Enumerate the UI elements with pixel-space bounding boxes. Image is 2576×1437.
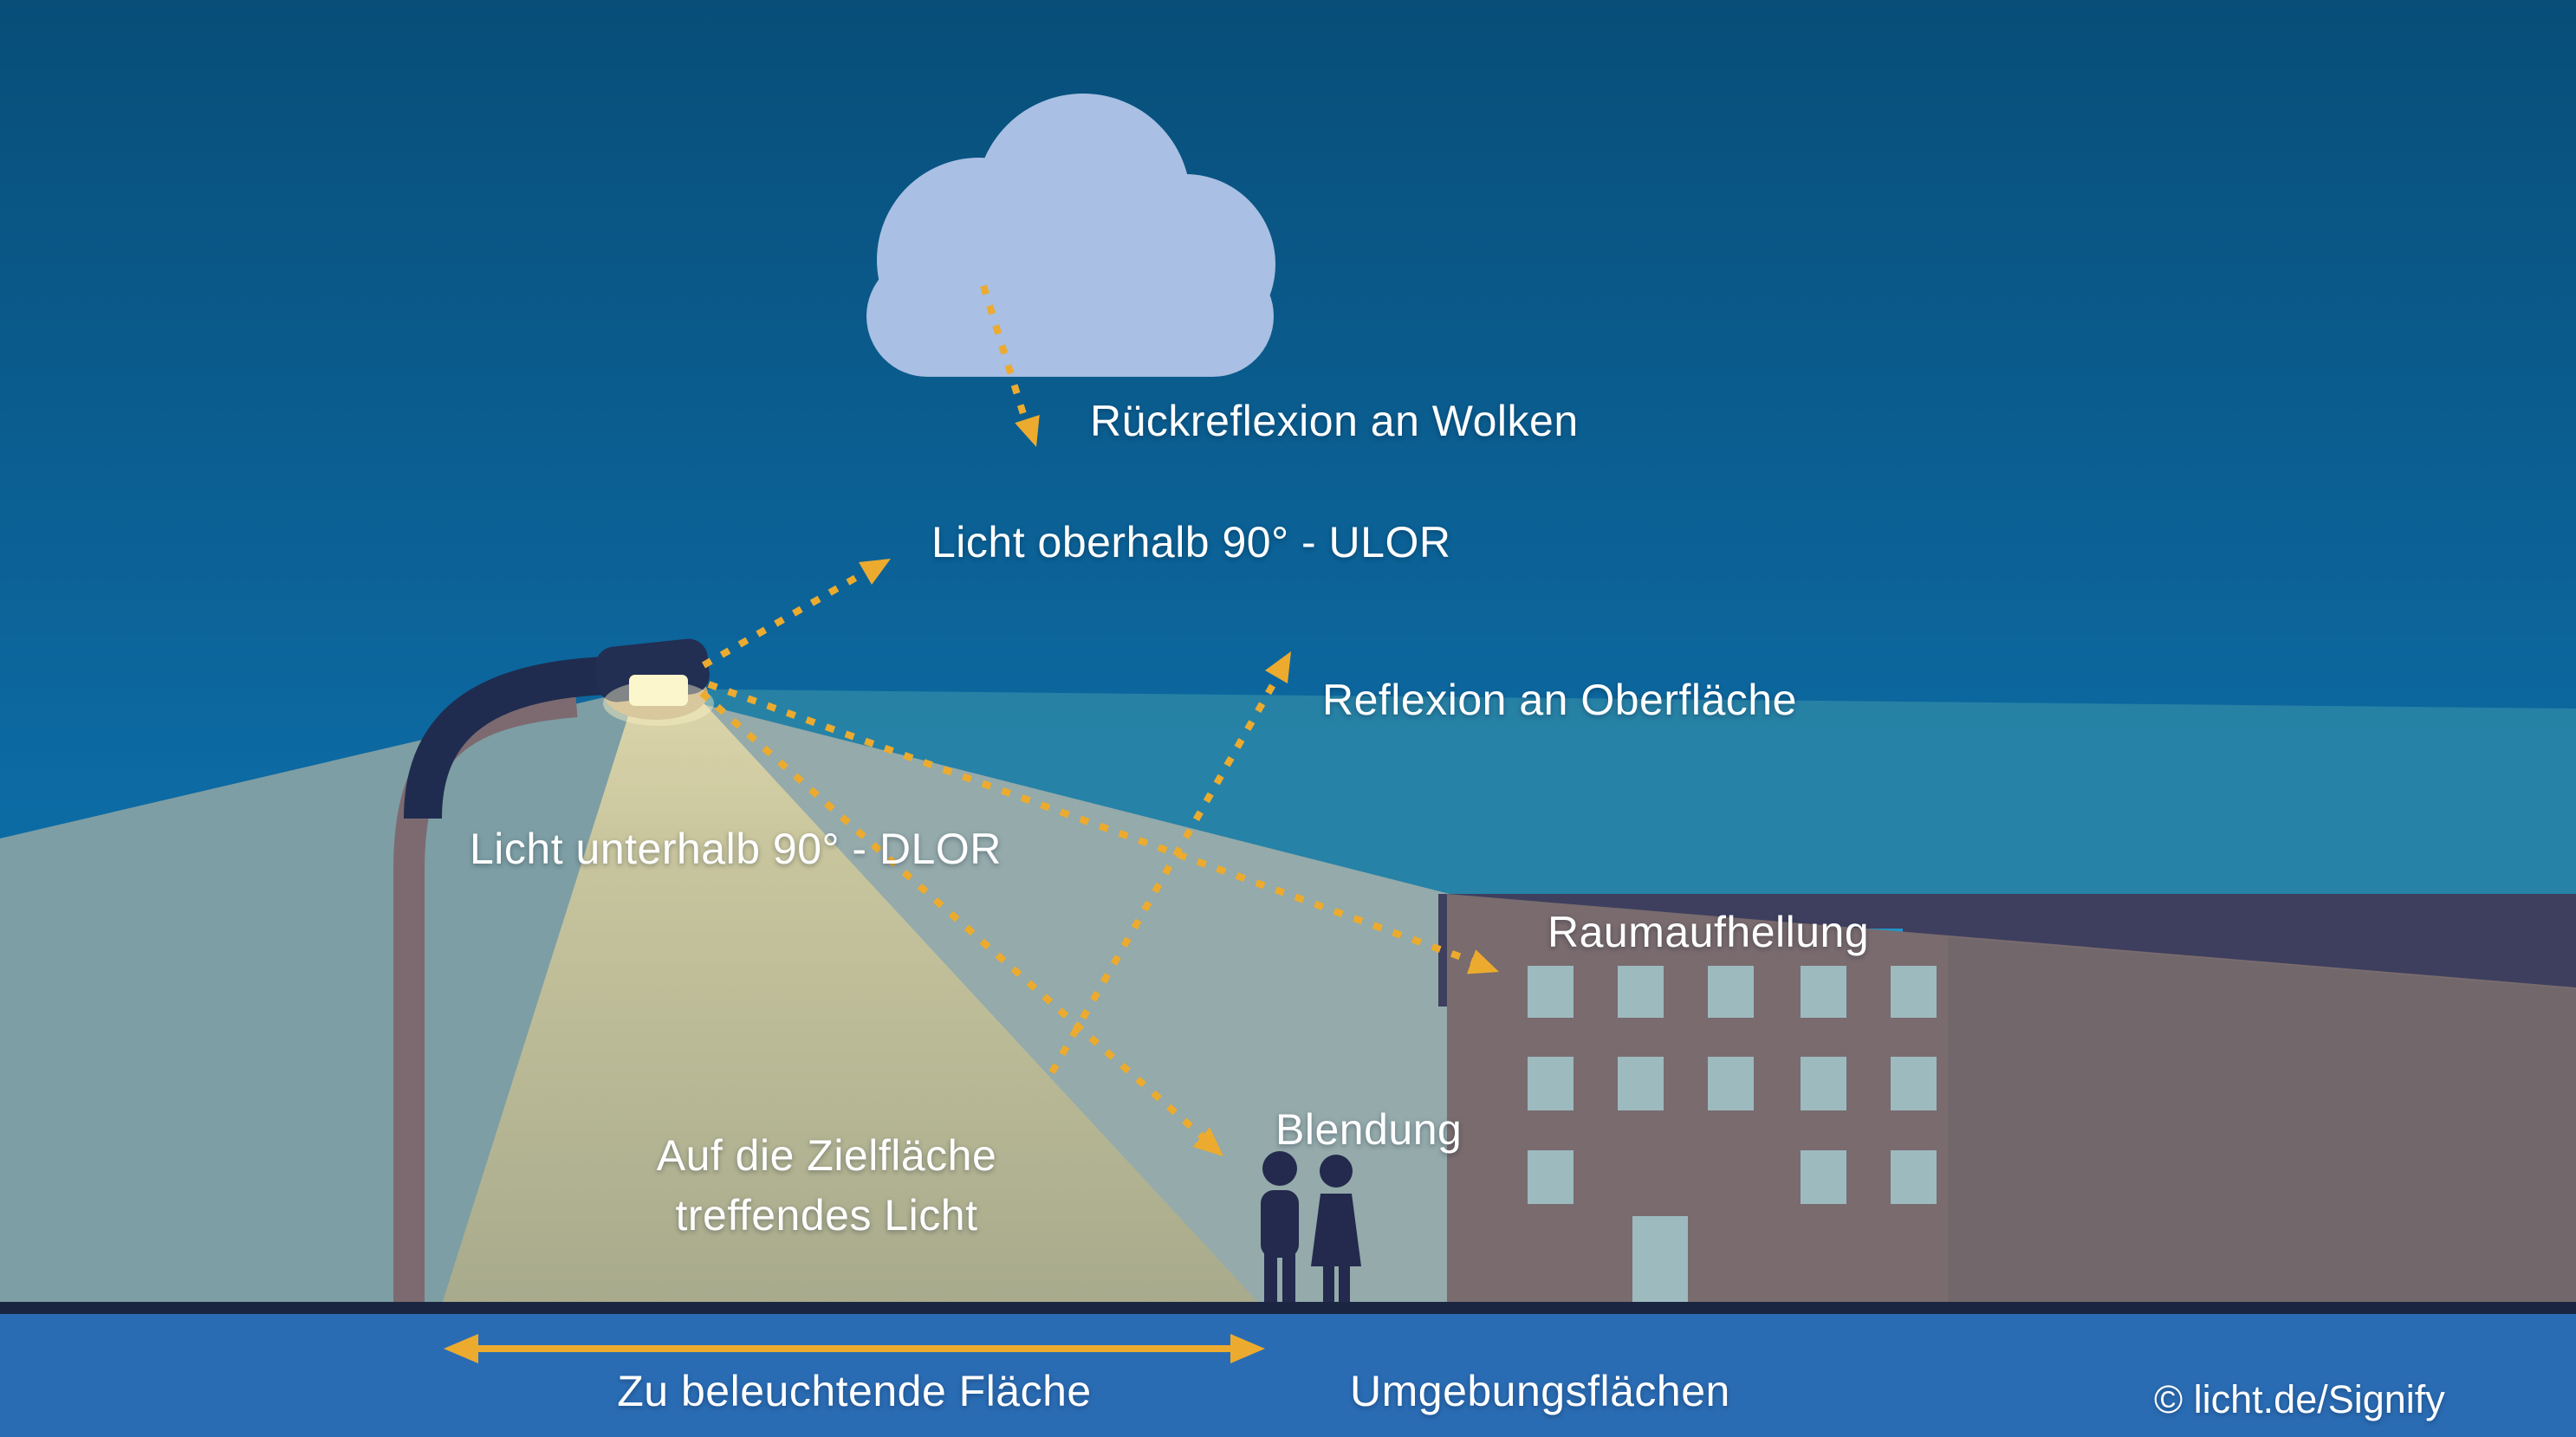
building <box>1447 894 2576 1314</box>
arrowhead-glare <box>1192 1127 1223 1156</box>
ray-arrowheads <box>859 415 1499 1156</box>
copyright-credit: © licht.de/Signify <box>2154 1377 2445 1421</box>
label-blendung: Blendung <box>1275 1105 1463 1154</box>
person-woman-silhouette <box>1311 1155 1361 1306</box>
label-zielflaeche-line2: treffendes Licht <box>675 1191 978 1240</box>
building-door <box>1632 1216 1688 1304</box>
ray-ulor <box>702 562 879 669</box>
ray-glare <box>699 690 1209 1142</box>
light-cone <box>440 686 1265 1310</box>
label-dlor: Licht unterhalb 90° - DLOR <box>470 825 1002 873</box>
light-rays <box>699 284 1480 1142</box>
person-man-silhouette <box>1261 1151 1299 1306</box>
ray-to-cloud <box>980 284 1031 430</box>
lamp-arm <box>404 657 607 819</box>
ground-line <box>0 1302 2576 1314</box>
arrowhead-cloud <box>1015 415 1040 447</box>
label-raumaufhellung: Raumaufhellung <box>1548 908 1870 956</box>
pedestrians <box>1261 1151 1361 1306</box>
label-umgebungsflaechen: Umgebungsflächen <box>1350 1367 1730 1415</box>
arrowhead-building <box>1466 949 1499 974</box>
label-zu-beleuchtende-flaeche: Zu beleuchtende Fläche <box>617 1367 1092 1415</box>
arrowhead-ulor <box>859 559 891 585</box>
label-ulor: Licht oberhalb 90° - ULOR <box>931 518 1451 566</box>
label-zielflaeche-line1: Auf die Zielfläche <box>656 1131 997 1180</box>
label-reflexion: Reflexion an Oberfläche <box>1322 676 1797 724</box>
ray-reflection <box>1048 670 1284 1074</box>
cloud-shape <box>866 94 1275 377</box>
label-rueckreflexion: Rückreflexion an Wolken <box>1090 397 1579 445</box>
arrowhead-reflection <box>1265 651 1291 683</box>
label-zielflaeche: Auf die Zielfläche treffendes Licht <box>584 1126 1069 1246</box>
measure-arrow <box>444 1334 1265 1363</box>
light-beam-left <box>0 689 641 1312</box>
building-windows <box>1528 966 1937 1204</box>
footer-bar <box>0 1314 2576 1437</box>
lamp-light-source <box>629 675 688 706</box>
